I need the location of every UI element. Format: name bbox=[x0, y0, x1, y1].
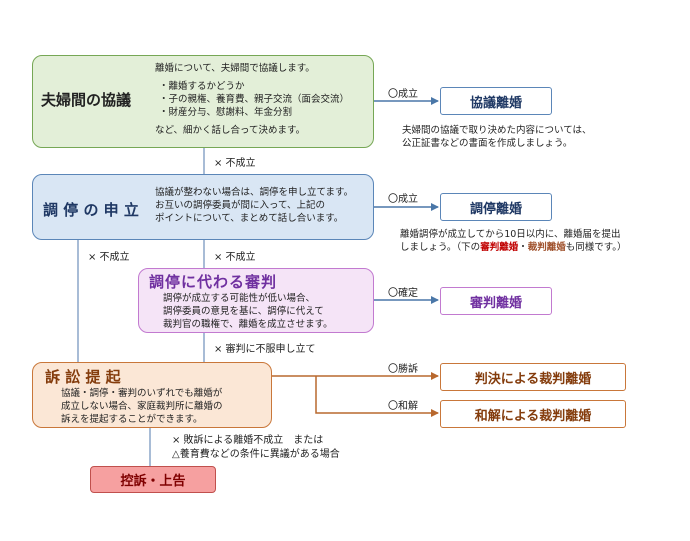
chotei-title: 調 停 の 申 立 bbox=[43, 201, 139, 219]
chotei-desc-1: 協議が整わない場合は、調停を申し立てます。 bbox=[155, 187, 354, 198]
kyogi-title: 夫婦間の協議 bbox=[41, 91, 132, 109]
kyogi-note-2: 公正証書などの書面を作成しましょう。 bbox=[402, 138, 573, 149]
kyogi-success-label: 〇成立 bbox=[388, 89, 418, 100]
shinpan-result-box: 審判離婚 bbox=[440, 287, 552, 315]
kyogi-box: 夫婦間の協議 離婚について、夫婦間で協議します。 ・離婚するかどうか ・子の親権… bbox=[32, 55, 374, 148]
kyogi-outro: など、細かく話し合って決めます。 bbox=[155, 125, 306, 136]
chotei-note-saiban: 裁判離婚 bbox=[527, 242, 566, 253]
sosho-box: 訴 訟 提 起 協議・調停・審判のいずれでも離婚が 成立しない場合、家庭裁判所に… bbox=[32, 362, 272, 428]
chotei-note-1: 離婚調停が成立してから10日以内に、離婚届を提出 bbox=[400, 229, 621, 240]
kyogi-item-1: ・離婚するかどうか bbox=[159, 81, 245, 92]
chotei-desc-2: お互いの調停委員が間に入って、上記の bbox=[155, 200, 326, 211]
objection-label: × 審判に不服申し立て bbox=[214, 344, 316, 355]
chotei-box: 調 停 の 申 立 協議が整わない場合は、調停を申し立てます。 お互いの調停委員… bbox=[32, 174, 374, 240]
sosho-settle-result-box: 和解による裁判離婚 bbox=[440, 400, 626, 428]
shinpan-desc-2: 調停委員の意見を基に、調停に代えて bbox=[163, 306, 324, 317]
sosho-win-label: 〇勝訴 bbox=[388, 364, 418, 375]
chotei-note-dot: ・ bbox=[518, 242, 528, 253]
kyogi-item-3: ・財産分与、慰謝料、年金分割 bbox=[159, 107, 293, 118]
shinpan-desc-3: 裁判官の職権で、離婚を成立させます。 bbox=[163, 319, 333, 330]
chotei-note-2a: しましょう。（下の bbox=[400, 242, 481, 253]
appeal-box: 控訴・上告 bbox=[90, 466, 216, 493]
appeal-note-2: △養育費などの条件に異議がある場合 bbox=[172, 449, 340, 460]
chotei-note-shinpan: 審判離婚 bbox=[480, 242, 519, 253]
sosho-desc-2: 成立しない場合、家庭裁判所に離婚の bbox=[61, 401, 223, 412]
fail-label-1: × 不成立 bbox=[214, 158, 256, 169]
arrow-sosho-settle bbox=[315, 376, 439, 417]
shinpan-confirm-label: 〇確定 bbox=[388, 288, 418, 299]
chotei-desc-3: ポイントについて、まとめて話し合います。 bbox=[155, 213, 344, 224]
sosho-title: 訴 訟 提 起 bbox=[45, 368, 121, 386]
sosho-desc-3: 訴えを提起することができます。 bbox=[61, 414, 203, 425]
chotei-note-2b: も同様です。） bbox=[565, 242, 627, 253]
chotei-note-2: しましょう。（下の審判離婚・裁判離婚も同様です。） bbox=[400, 241, 627, 254]
kyogi-note-1: 夫婦間の協議で取り決めた内容については、 bbox=[402, 125, 592, 136]
sosho-desc-1: 協議・調停・審判のいずれでも離婚が bbox=[61, 388, 223, 399]
shinpan-title: 調停に代わる審判 bbox=[149, 273, 278, 291]
chotei-success-label: 〇成立 bbox=[388, 194, 418, 205]
shinpan-desc-1: 調停が成立する可能性が低い場合、 bbox=[163, 293, 316, 304]
kyogi-result-box: 協議離婚 bbox=[440, 87, 552, 115]
fail-label-mid: × 不成立 bbox=[214, 252, 256, 263]
fail-label-left: × 不成立 bbox=[88, 252, 130, 263]
kyogi-intro: 離婚について、夫婦間で協議します。 bbox=[155, 63, 315, 74]
appeal-note-1: × 敗訴による離婚不成立 または bbox=[172, 435, 324, 446]
sosho-win-result-box: 判決による裁判離婚 bbox=[440, 363, 626, 391]
shinpan-box: 調停に代わる審判 調停が成立する可能性が低い場合、 調停委員の意見を基に、調停に… bbox=[138, 268, 374, 333]
chotei-result-box: 調停離婚 bbox=[440, 193, 552, 221]
kyogi-item-2: ・子の親権、養育費、親子交流（面会交流） bbox=[159, 94, 350, 105]
sosho-settle-label: 〇和解 bbox=[388, 401, 418, 412]
